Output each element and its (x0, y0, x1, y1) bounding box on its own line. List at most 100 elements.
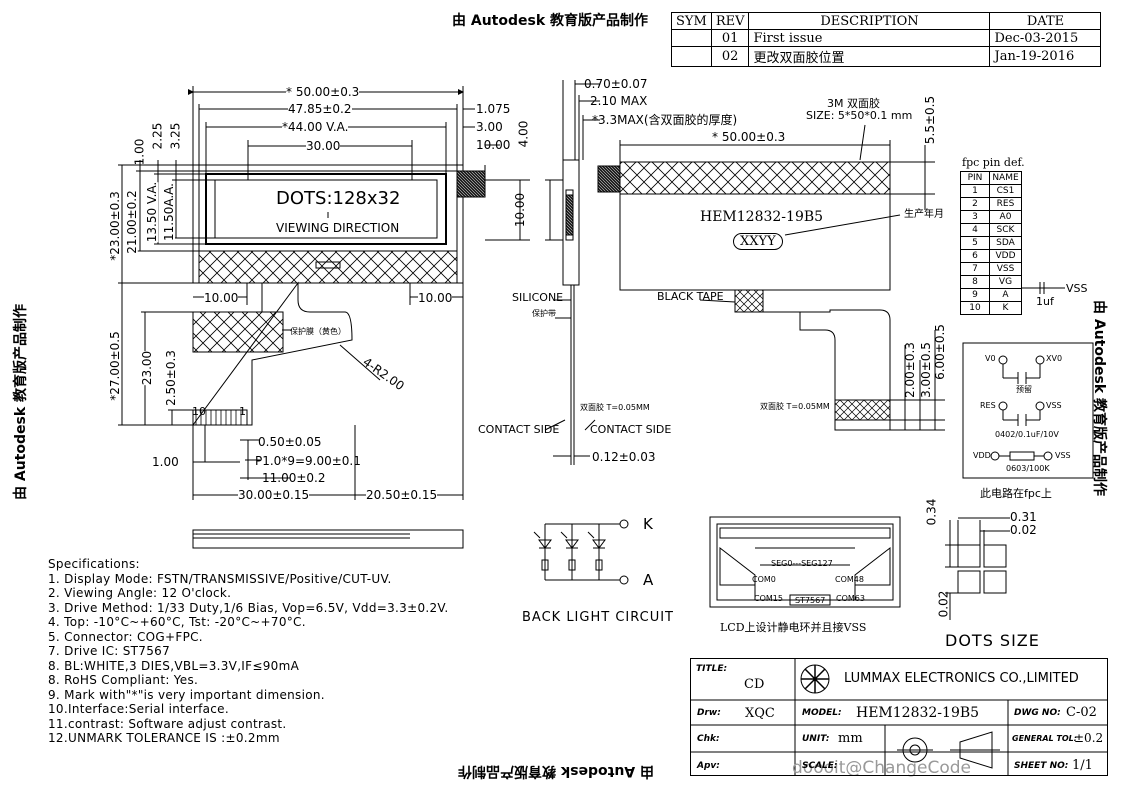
ic-com0: COM0 (752, 575, 776, 584)
spec-line: 5. Connector: COG+FPC. (48, 629, 203, 644)
revision-row: 02 更改双面胶位置 Jan-19-2016 (671, 46, 1102, 67)
circuit-vdd: VDD (973, 451, 991, 460)
pin-name: A (989, 288, 1022, 302)
dim-rear-200: 2.00±0.3 (902, 342, 917, 398)
dim-rear-width: * 50.00±0.3 (712, 130, 786, 144)
pin-number: 9 (960, 288, 990, 302)
ic-com63: COM63 (836, 594, 865, 603)
tol-value: ±0.2 (1074, 731, 1104, 745)
black-tape-label: BLACK TAPE (657, 290, 724, 303)
circuit-cap-spec: 0402/0.1uF/10V (995, 430, 1059, 439)
dim-rear-600: 6.00±0.5 (932, 324, 947, 380)
rev-date: Dec-03-2015 (989, 29, 1102, 47)
spec-line: 8. RoHS Compliant: Yes. (48, 673, 199, 687)
dim-thickness-1: 0.70±0.07 (584, 77, 648, 91)
dim-top-2: 2.25 (150, 122, 165, 150)
dim-top-3: 3.25 (168, 122, 183, 150)
unit-value: mm (838, 731, 863, 746)
circuit-vss: VSS (1046, 401, 1062, 410)
dim-va-width: *44.00 V.A. (282, 120, 349, 134)
dim-bottom-30: 30.00±0.15 (238, 488, 310, 502)
spec-line: 10.Interface:Serial interface. (48, 702, 229, 716)
spec-line: 4. Top: -10°C~+60°C, Tst: -20°C~+70°C. (48, 615, 306, 629)
ic-seg: SEG0---SEG127 (771, 559, 833, 568)
spec-line: Specifications: (48, 557, 140, 571)
revision-table: SYM REV DESCRIPTION DATE 01 First issue … (671, 12, 1102, 67)
backlight-k: K (643, 515, 653, 533)
tol-label: GENERAL TOL: (1012, 734, 1077, 743)
unit-label: UNIT: (802, 734, 830, 744)
drw-value: XQC (745, 706, 775, 721)
apv-label: Apv: (697, 761, 720, 771)
title-value: CD (744, 677, 765, 692)
circuit-vss-2: VSS (1055, 451, 1071, 460)
dim-aa-height: 11.50A.A. (161, 183, 176, 241)
ic-com15: COM15 (754, 594, 783, 603)
dim-fpc-width: 11.00±0.2 (262, 471, 326, 485)
dwg-value: C-02 (1066, 705, 1097, 720)
tape-3m-label: 3M 双面胶 (827, 97, 880, 110)
spec-line: 11.contrast: Software adjust contrast. (48, 716, 287, 731)
vg-vss-label: VSS (1066, 282, 1088, 295)
pin-name: SDA (989, 236, 1022, 250)
dim-fpc-total: *27.00±0.5 (107, 331, 122, 401)
date-code: XXYY (733, 233, 783, 250)
dots-size-034: 0.34 (924, 498, 939, 526)
dim-overall-width: * 50.00±0.3 (286, 85, 360, 99)
contact-side-left: CONTACT SIDE (478, 423, 560, 436)
dots-size-031: 0.31 (1010, 510, 1037, 524)
circuit-res: RES (980, 401, 996, 410)
dim-aa-width: 30.00 (306, 139, 341, 153)
pin-name: SCK (989, 223, 1022, 237)
backlight-a: A (643, 571, 654, 589)
dim-glass-width: 47.85±0.2 (288, 102, 352, 116)
rev-header-description: DESCRIPTION (748, 12, 991, 30)
drw-label: Drw: (697, 708, 721, 718)
dwg-label: DWG NO: (1014, 708, 1061, 718)
spec-line: 12.UNMARK TOLERANCE IS :±0.2mm (48, 731, 280, 745)
date-code-note: 生产年月 (904, 209, 944, 220)
shield-label: 保护带 (532, 309, 556, 318)
dim-rear-300: 3.00±0.5 (918, 342, 933, 398)
dim-va-height: 13.50 V.A. (145, 181, 160, 243)
pin-name: A0 (989, 210, 1022, 224)
spec-line: 3. Drive Method: 1/33 Duty,1/6 Bias, Vop… (48, 600, 449, 615)
dim-right-10: 10.00 (513, 192, 528, 228)
pin-header: PIN (960, 171, 990, 185)
dim-fpc-23: 23.00 (140, 350, 155, 386)
spec-line: 7. Drive IC: ST7567 (48, 644, 171, 658)
double-tape-note: 双面胶 T=0.05MM (580, 403, 650, 412)
backlight-title: BACK LIGHT CIRCUIT (522, 610, 674, 625)
tape-size-label: SIZE: 5*50*0.1 mm (806, 109, 913, 122)
dim-bottom-right: 10.00 (418, 291, 453, 305)
watermark-right: 由 Autodesk 教育版产品制作 (1091, 300, 1107, 497)
spec-line: 8. BL:WHITE,3 DIES,VBL=3.3V,IF≤90mA (48, 658, 300, 673)
spec-line: 2. Viewing Angle: 12 O'clock. (48, 586, 232, 600)
dots-size-002-top: 0.02 (1010, 523, 1037, 537)
pin-name: VSS (989, 262, 1022, 276)
pin-number: 7 (960, 262, 990, 276)
chk-label: Chk: (697, 734, 720, 744)
dim-bottom-left: 10.00 (204, 291, 239, 305)
dim-thickness-2: 2.10 MAX (590, 94, 648, 108)
fpc-pin-title: fpc pin def. (962, 156, 1025, 169)
pin-number: 1 (960, 184, 990, 198)
dim-rear-55: 5.5±0.5 (923, 95, 938, 145)
rev-description: 更改双面胶位置 (748, 46, 991, 67)
pin-number: 4 (960, 223, 990, 237)
pin-number: 2 (960, 197, 990, 211)
dim-thickness-3: *3.3MAX(含双面胶的厚度) (592, 113, 738, 127)
rev-number: 01 (710, 29, 750, 47)
dim-pitch-050: 0.50±0.05 (258, 435, 322, 449)
rear-model-text: HEM12832-19B5 (700, 209, 824, 225)
